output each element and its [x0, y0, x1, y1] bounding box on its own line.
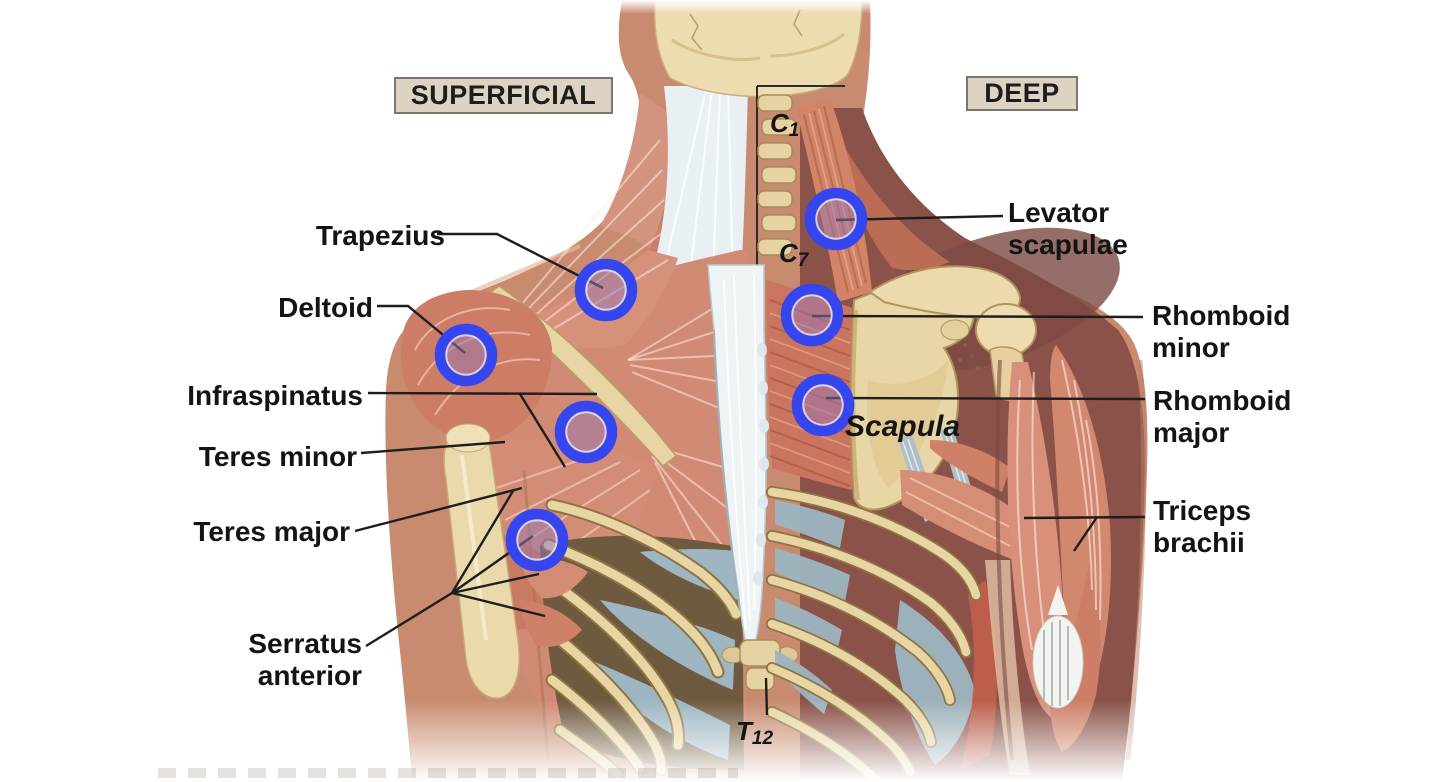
triceps-brachii-leader-branch: [1073, 516, 1098, 552]
c1-label: C1: [770, 108, 799, 142]
c7-number: 7: [797, 250, 809, 272]
rhomboid-major-label: Rhomboid major: [1153, 385, 1292, 448]
serratus-anterior-label: Serratus anterior: [248, 628, 362, 691]
infraspinatus-label: Infraspinatus: [187, 380, 363, 411]
c1-letter: C: [770, 108, 789, 138]
teres-minor-leader: [360, 440, 506, 455]
triceps-brachii-leader: [1023, 515, 1146, 520]
rhomboid-major-leader: [825, 396, 1146, 401]
serratus-anterior-leader-4: [451, 591, 546, 618]
infraspinatus-leader: [367, 391, 598, 396]
levator-scapulae-label: Levator scapulae: [1008, 197, 1128, 260]
faint-copyright-strip: [158, 768, 738, 778]
teres-minor-label: Teres minor: [198, 441, 357, 472]
cervical-spine-column: [756, 85, 845, 265]
triceps-brachii-label: Triceps brachii: [1153, 495, 1252, 558]
superficial-header-box: SUPERFICIAL: [394, 77, 613, 114]
infraspinatus-marker[interactable]: [554, 400, 618, 464]
t12-letter: T: [736, 716, 752, 746]
serratus-anterior-leader-1: [450, 490, 515, 594]
rhomboid-minor-marker[interactable]: [780, 283, 844, 347]
deltoid-label: Deltoid: [278, 292, 373, 323]
rhomboid-minor-label: Rhomboid minor: [1152, 300, 1291, 363]
top-fade: [590, 0, 910, 14]
deltoid-marker[interactable]: [434, 323, 498, 387]
levator-scapulae-marker[interactable]: [804, 187, 868, 251]
t12-label: T12: [736, 716, 773, 750]
t12-leader: [764, 677, 769, 716]
infraspinatus-leader-branch: [518, 393, 567, 468]
teres-major-label: Teres major: [193, 516, 350, 547]
spine-fascia-band: [707, 264, 799, 691]
humerus-bone: [443, 423, 520, 699]
c7-label: C7: [779, 238, 808, 272]
serratus-anterior-leader-3: [451, 572, 540, 595]
t12-number: 12: [751, 728, 774, 750]
serratus-anterior-marker[interactable]: [505, 508, 569, 572]
scapula-label: Scapula: [845, 410, 961, 443]
trapezius-label: Trapezius: [315, 220, 445, 251]
trapezius-marker[interactable]: [574, 258, 638, 322]
bottom-fade: [370, 700, 1180, 782]
trapezius-leader: [437, 232, 604, 290]
markers: [434, 187, 868, 572]
deep-header-box: DEEP: [966, 76, 1078, 111]
t12-vertebra: [721, 639, 799, 691]
rhomboid-minor-leader: [811, 314, 1144, 319]
rhomboid-major-marker[interactable]: [791, 373, 855, 437]
c1-number: 1: [788, 120, 800, 142]
c7-letter: C: [779, 238, 798, 268]
serratus-anterior-leader-stem: [365, 591, 453, 648]
skull-base: [653, 0, 863, 98]
teres-major-leader: [354, 486, 523, 533]
